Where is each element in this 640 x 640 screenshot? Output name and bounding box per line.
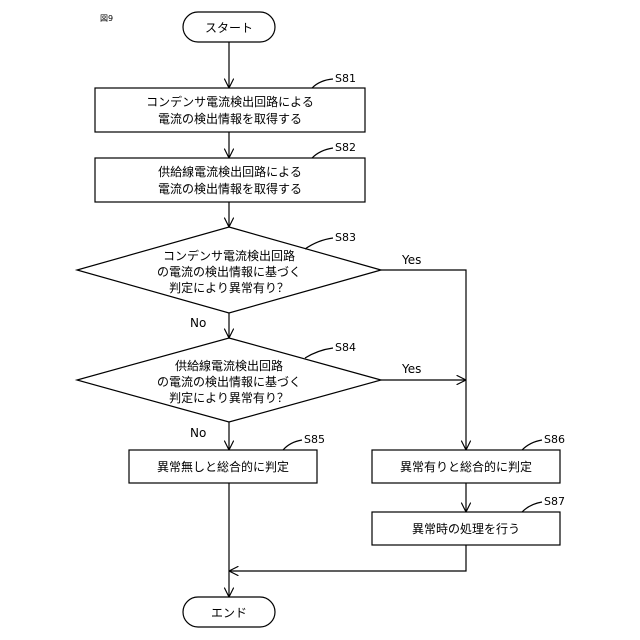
step-s81-id: S81: [335, 72, 356, 85]
step-s83-id: S83: [335, 231, 356, 244]
step-s86-id: S86: [544, 433, 565, 446]
step-s87-id: S87: [544, 495, 565, 508]
step-s84-line-1: 供給線電流検出回路: [175, 358, 283, 373]
step-s81-line-1: コンデンサ電流検出回路による: [146, 94, 314, 109]
step-s85-id: S85: [304, 433, 325, 446]
arrow-s83-yes: [381, 270, 466, 450]
step-s83-line-3: 判定により異常有り？: [169, 280, 289, 295]
step-s82-id: S82: [335, 141, 356, 154]
step-s81-line-2: 電流の検出情報を取得する: [158, 111, 302, 126]
s83-yes-label: Yes: [401, 253, 421, 267]
s84-no-label: No: [190, 426, 206, 440]
leader-s86: [522, 440, 542, 450]
step-s84-line-3: 判定により異常有り？: [169, 390, 289, 405]
step-s86-text: 異常有りと総合的に判定: [400, 459, 532, 474]
leader-s87: [522, 502, 542, 512]
step-s83-line-2: の電流の検出情報に基づく: [157, 265, 301, 279]
leader-s85: [283, 440, 302, 450]
s84-yes-label: Yes: [401, 362, 421, 376]
start-label: スタート: [205, 21, 253, 35]
step-s82-line-2: 電流の検出情報を取得する: [158, 181, 302, 196]
step-s84-id: S84: [335, 341, 356, 354]
arrow-s87-end: [229, 545, 466, 571]
step-s82-line-1: 供給線電流検出回路による: [158, 164, 302, 179]
s83-no-label: No: [190, 316, 206, 330]
step-s87-text: 異常時の処理を行う: [412, 522, 520, 536]
step-s85-text: 異常無しと総合的に判定: [157, 459, 289, 474]
step-s84-line-2: の電流の検出情報に基づく: [157, 375, 301, 389]
leader-s81: [312, 79, 333, 88]
leader-s83: [305, 238, 333, 249]
step-s83-line-1: コンデンサ電流検出回路: [163, 248, 295, 263]
leader-s84: [305, 348, 333, 358]
leader-s82: [312, 148, 333, 158]
end-label: エンド: [211, 606, 247, 620]
